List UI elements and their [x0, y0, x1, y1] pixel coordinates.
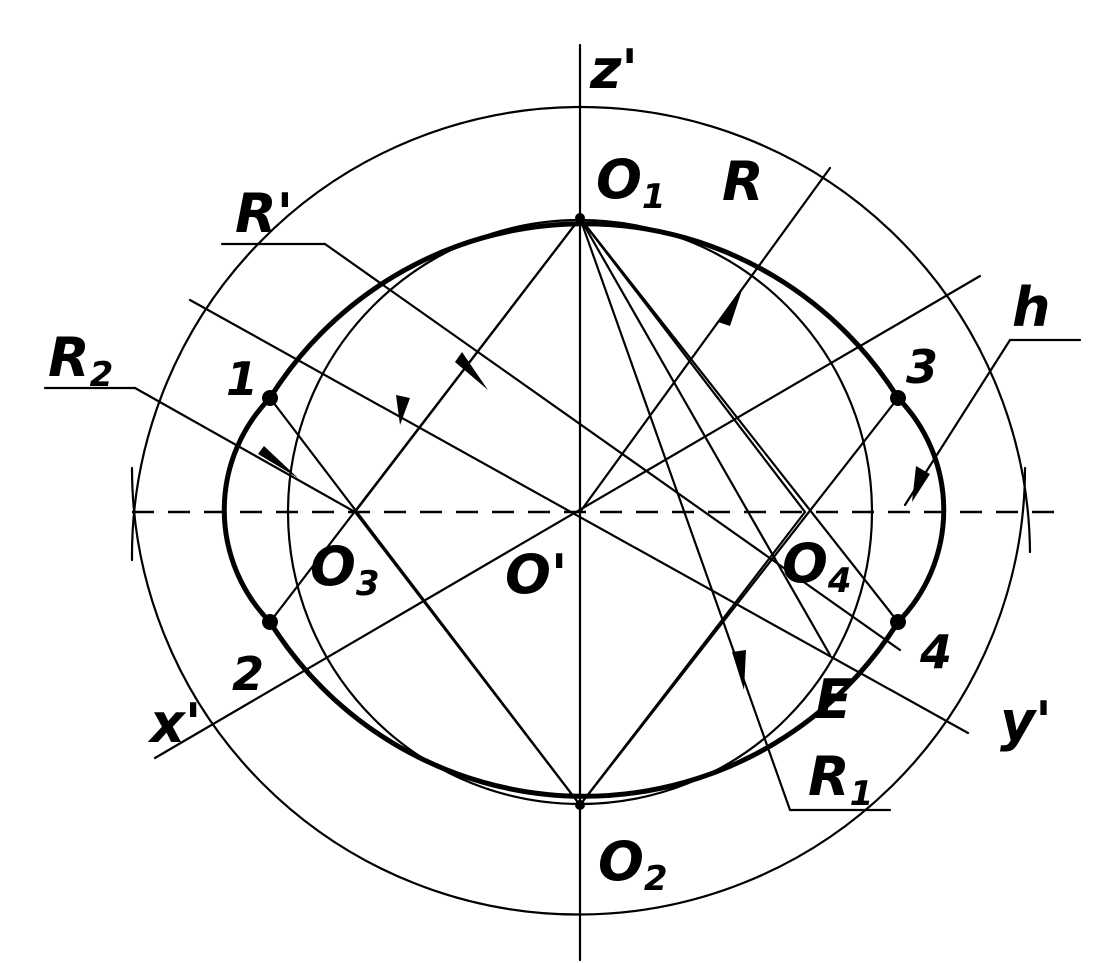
line-2-o1 — [268, 216, 582, 624]
line-4-o1 — [578, 216, 900, 624]
label-e: E — [815, 668, 852, 731]
label-point-2: 2 — [232, 647, 264, 701]
radius-r2-line — [133, 386, 357, 514]
label-o4: O4 — [782, 532, 852, 601]
point-4 — [890, 614, 906, 630]
arrowhead-r-prime — [455, 352, 488, 390]
radius-r-line — [578, 166, 832, 514]
label-point-1: 1 — [226, 352, 258, 406]
label-r1: R1 — [808, 745, 873, 814]
x-axis-line — [153, 274, 982, 760]
arc-centered-o2 — [130, 466, 1027, 916]
arrowhead-h — [912, 466, 930, 502]
label-y-axis: y' — [1000, 690, 1052, 753]
radius-r1-line — [578, 216, 792, 812]
label-o1: O1 — [596, 148, 666, 217]
line-1-o2 — [268, 396, 582, 807]
radius-r-prime-line — [323, 242, 902, 652]
point-3 — [890, 390, 906, 406]
line-3-o2 — [578, 396, 900, 807]
label-point-4: 4 — [919, 625, 952, 679]
label-z-axis: z' — [589, 38, 638, 101]
arrowhead-r — [718, 290, 742, 326]
point-1 — [262, 390, 278, 406]
arrowhead-r1 — [732, 650, 746, 690]
y-axis-line — [188, 298, 970, 735]
label-x-axis: x' — [147, 692, 201, 755]
label-o3: O3 — [310, 535, 380, 604]
label-point-3: 3 — [906, 340, 938, 394]
point-o1 — [575, 213, 585, 223]
label-r-prime: R' — [235, 182, 293, 245]
point-o2 — [575, 800, 585, 810]
arc-centered-o1 — [130, 105, 1032, 562]
arrowhead-arc — [396, 395, 410, 425]
label-h: h — [1012, 276, 1050, 339]
label-origin: O' — [505, 543, 567, 606]
line-o1-e — [578, 216, 832, 657]
label-r2: R2 — [48, 326, 113, 395]
label-r: R — [722, 150, 764, 213]
arrowhead-r2 — [258, 446, 298, 478]
label-o2: O2 — [598, 830, 668, 899]
point-2 — [262, 614, 278, 630]
